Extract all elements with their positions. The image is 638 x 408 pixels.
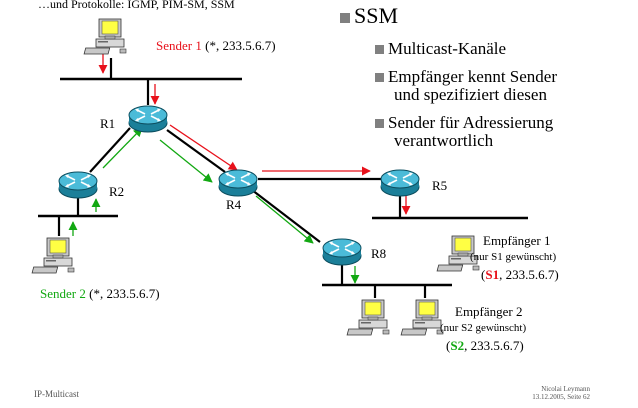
bullet-icon: [340, 13, 350, 23]
sender2-name: Sender 2: [40, 286, 86, 301]
router-label-r4: R4: [226, 197, 242, 212]
receiver2-group: , 233.5.6.7): [464, 338, 524, 353]
sender1-name: Sender 1: [156, 38, 202, 53]
receiver1-note: (nur S1 gewünscht): [470, 251, 557, 263]
receiver1-source: S1: [485, 267, 500, 282]
bullet-icon: [375, 45, 384, 54]
computer-icon: [400, 299, 444, 336]
ssm-bullet-3: Sender für Adressierung: [375, 114, 553, 133]
receiver1-name: Empfänger 1: [483, 233, 551, 248]
slide-header-partial: …und Protokolle: IGMP, PIM-SM, SSM: [38, 0, 235, 11]
router-label-r5: R5: [432, 178, 448, 193]
router-label-r8: R8: [371, 246, 387, 261]
bullet-icon: [375, 73, 384, 82]
lan-segments: [38, 77, 528, 287]
ssm-bullet-2: Empfänger kennt Sender: [375, 68, 557, 87]
router-icon: [380, 169, 420, 197]
footer-date-page: 13.12.2005, Seite 62: [532, 393, 590, 401]
router-icon: [218, 169, 258, 197]
receiver2-channel: (S2, 233.5.6.7): [446, 338, 524, 353]
sender2-flow-arrows: [68, 127, 360, 284]
footer-author: Nicolai Leymann: [541, 385, 590, 393]
sender1-channel: (*, 233.5.6.7): [205, 38, 276, 53]
receiver1-group: , 233.5.6.7): [499, 267, 559, 282]
ssm-bullet-3-cont: verantwortlich: [394, 131, 494, 150]
router-icon: [322, 238, 362, 266]
router-icon: [58, 171, 98, 199]
ssm-bullet-2-cont: und spezifiziert diesen: [394, 85, 547, 104]
receiver1-channel: (S1, 233.5.6.7): [481, 267, 559, 282]
sender2-label: Sender 2 (*, 233.5.6.7): [40, 286, 160, 302]
footer-title: IP-Multicast: [34, 389, 79, 399]
computer-icon: [83, 18, 127, 55]
router-icon: [128, 105, 168, 133]
receiver2-source: S2: [450, 338, 465, 353]
receiver2-note: (nur S2 gewünscht): [440, 322, 527, 334]
sender1-label: Sender 1 (*, 233.5.6.7): [156, 38, 276, 54]
router-label-r2: R2: [109, 184, 125, 199]
sender2-channel: (*, 233.5.6.7): [89, 286, 160, 301]
ssm-bullet-1: Multicast-Kanäle: [375, 40, 506, 59]
router-label-r1: R1: [100, 116, 116, 131]
footer-meta: Nicolai Leymann 13.12.2005, Seite 62: [510, 385, 590, 401]
ssm-title: SSM: [354, 3, 399, 28]
computer-icon: [31, 237, 75, 274]
bullet-icon: [375, 119, 384, 128]
sender1-flow-arrows: [98, 54, 411, 215]
computer-icon: [346, 299, 390, 336]
ssm-heading: SSM: [340, 3, 398, 29]
receiver2-name: Empfänger 2: [455, 304, 523, 319]
